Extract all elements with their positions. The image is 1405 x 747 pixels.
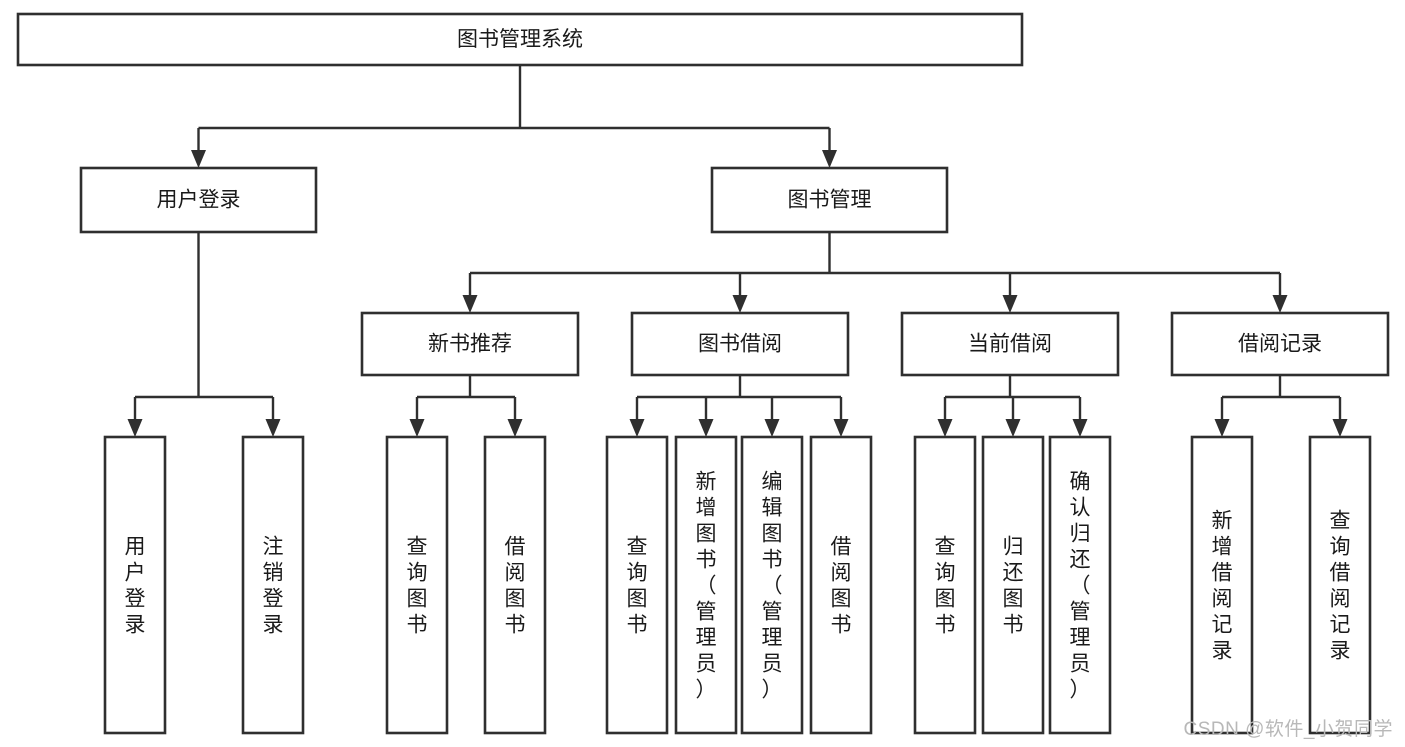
node-layer: 图书管理系统用户登录图书管理新书推荐图书借阅当前借阅借阅记录用户登录注销登录查询… (16, 12, 1390, 735)
arrow-head-edge-cb-leaf-return-book (1005, 419, 1021, 437)
node-user-login[interactable]: 用户登录 (79, 166, 318, 234)
connector-group-borrow-records (1214, 375, 1348, 437)
arrow-head-edge-bm-borrow-records (1272, 295, 1288, 313)
node-box-leaf-logout (241, 435, 305, 735)
node-box-leaf-borrow-book-rec (483, 435, 547, 735)
node-label-leaf-add-record: 新增借阅记录 (1212, 509, 1233, 662)
node-label-root: 图书管理系统 (457, 28, 583, 51)
node-label-book-borrow: 图书借阅 (698, 333, 782, 356)
arrow-head-edge-bb-leaf-add-book (698, 419, 714, 437)
node-leaf-confirm-return[interactable]: 确认归还（管理员） (1048, 435, 1112, 735)
node-box-user-login (79, 166, 318, 234)
arrow-head-edge-root-user-login (191, 150, 206, 168)
node-book-borrow[interactable]: 图书借阅 (630, 311, 850, 377)
node-leaf-return-book[interactable]: 归还图书 (981, 435, 1045, 735)
node-box-leaf-edit-book (740, 435, 804, 735)
node-label-leaf-borrow-book: 借阅图书 (831, 535, 852, 636)
node-label-leaf-logout: 注销登录 (263, 535, 284, 636)
node-leaf-borrow-book[interactable]: 借阅图书 (809, 435, 873, 735)
arrow-head-edge-nbr-leaf-query-book-rec (409, 419, 425, 437)
node-box-book-borrow (630, 311, 850, 377)
arrow-head-edge-br-leaf-query-record (1332, 419, 1348, 437)
connector-group-current-borrow (937, 375, 1088, 437)
node-box-leaf-user-login (103, 435, 167, 735)
connector-group-new-book-recommend (409, 375, 523, 437)
connector-group-book-management (462, 232, 1288, 313)
node-current-borrow[interactable]: 当前借阅 (900, 311, 1120, 377)
node-label-user-login: 用户登录 (157, 189, 241, 212)
node-leaf-query-book-current[interactable]: 查询图书 (913, 435, 977, 735)
node-label-current-borrow: 当前借阅 (968, 333, 1052, 356)
node-label-leaf-confirm-return: 确认归还（管理员） (1070, 470, 1091, 701)
node-root[interactable]: 图书管理系统 (16, 12, 1024, 67)
node-leaf-add-book[interactable]: 新增图书（管理员） (674, 435, 738, 735)
connector-group-book-borrow (629, 375, 849, 437)
node-box-leaf-query-book-borrow (605, 435, 669, 735)
node-box-new-book-recommend (360, 311, 580, 377)
arrow-head-edge-nbr-leaf-borrow-book-rec (507, 419, 523, 437)
arrow-head-edge-bm-new-book-recommend (462, 295, 478, 313)
node-borrow-records[interactable]: 借阅记录 (1170, 311, 1390, 377)
node-leaf-query-book-borrow[interactable]: 查询图书 (605, 435, 669, 735)
node-box-borrow-records (1170, 311, 1390, 377)
node-box-leaf-confirm-return (1048, 435, 1112, 735)
arrow-head-edge-bm-current-borrow (1002, 295, 1018, 313)
node-label-leaf-add-book: 新增图书（管理员） (696, 470, 717, 701)
arrow-head-edge-bb-leaf-borrow-book (833, 419, 849, 437)
arrow-head-edge-bm-book-borrow (732, 295, 748, 313)
arrow-head-edge-br-leaf-add-record (1214, 419, 1230, 437)
node-label-leaf-return-book: 归还图书 (1003, 535, 1024, 636)
node-label-leaf-edit-book: 编辑图书（管理员） (762, 470, 783, 701)
arrow-head-edge-ul-leaf-logout (265, 419, 281, 437)
node-leaf-add-record[interactable]: 新增借阅记录 (1190, 435, 1254, 735)
arrow-head-edge-ul-leaf-user-login (127, 419, 143, 437)
node-label-leaf-query-book-current: 查询图书 (935, 535, 956, 636)
node-book-management[interactable]: 图书管理 (710, 166, 949, 234)
node-leaf-user-login[interactable]: 用户登录 (103, 435, 167, 735)
node-leaf-query-book-rec[interactable]: 查询图书 (385, 435, 449, 735)
node-box-leaf-query-book-current (913, 435, 977, 735)
node-box-leaf-query-book-rec (385, 435, 449, 735)
connector-layer (127, 65, 1348, 437)
node-box-leaf-return-book (981, 435, 1045, 735)
node-label-borrow-records: 借阅记录 (1238, 333, 1322, 356)
node-new-book-recommend[interactable]: 新书推荐 (360, 311, 580, 377)
node-label-leaf-borrow-book-rec: 借阅图书 (505, 535, 526, 636)
arrow-head-edge-bb-leaf-query-book-borrow (629, 419, 645, 437)
node-leaf-borrow-book-rec[interactable]: 借阅图书 (483, 435, 547, 735)
arrow-head-edge-cb-leaf-query-book-current (937, 419, 953, 437)
arrow-head-edge-cb-leaf-confirm-return (1072, 419, 1088, 437)
node-label-leaf-query-book-rec: 查询图书 (407, 535, 428, 636)
node-leaf-logout[interactable]: 注销登录 (241, 435, 305, 735)
node-box-root (16, 12, 1024, 67)
node-label-new-book-recommend: 新书推荐 (428, 333, 512, 356)
node-box-book-management (710, 166, 949, 234)
node-leaf-query-record[interactable]: 查询借阅记录 (1308, 435, 1372, 735)
arrow-head-edge-root-book-management (822, 150, 837, 168)
node-label-leaf-query-book-borrow: 查询图书 (627, 535, 648, 636)
connector-group-root (191, 65, 837, 168)
node-box-current-borrow (900, 311, 1120, 377)
arrow-head-edge-bb-leaf-edit-book (764, 419, 780, 437)
connector-group-user-login (127, 232, 281, 437)
node-label-book-management: 图书管理 (788, 189, 872, 212)
node-box-leaf-query-record (1308, 435, 1372, 735)
node-box-leaf-borrow-book (809, 435, 873, 735)
node-leaf-edit-book[interactable]: 编辑图书（管理员） (740, 435, 804, 735)
node-box-leaf-add-book (674, 435, 738, 735)
node-box-leaf-add-record (1190, 435, 1254, 735)
node-label-leaf-user-login: 用户登录 (125, 535, 146, 636)
node-label-leaf-query-record: 查询借阅记录 (1330, 509, 1351, 662)
